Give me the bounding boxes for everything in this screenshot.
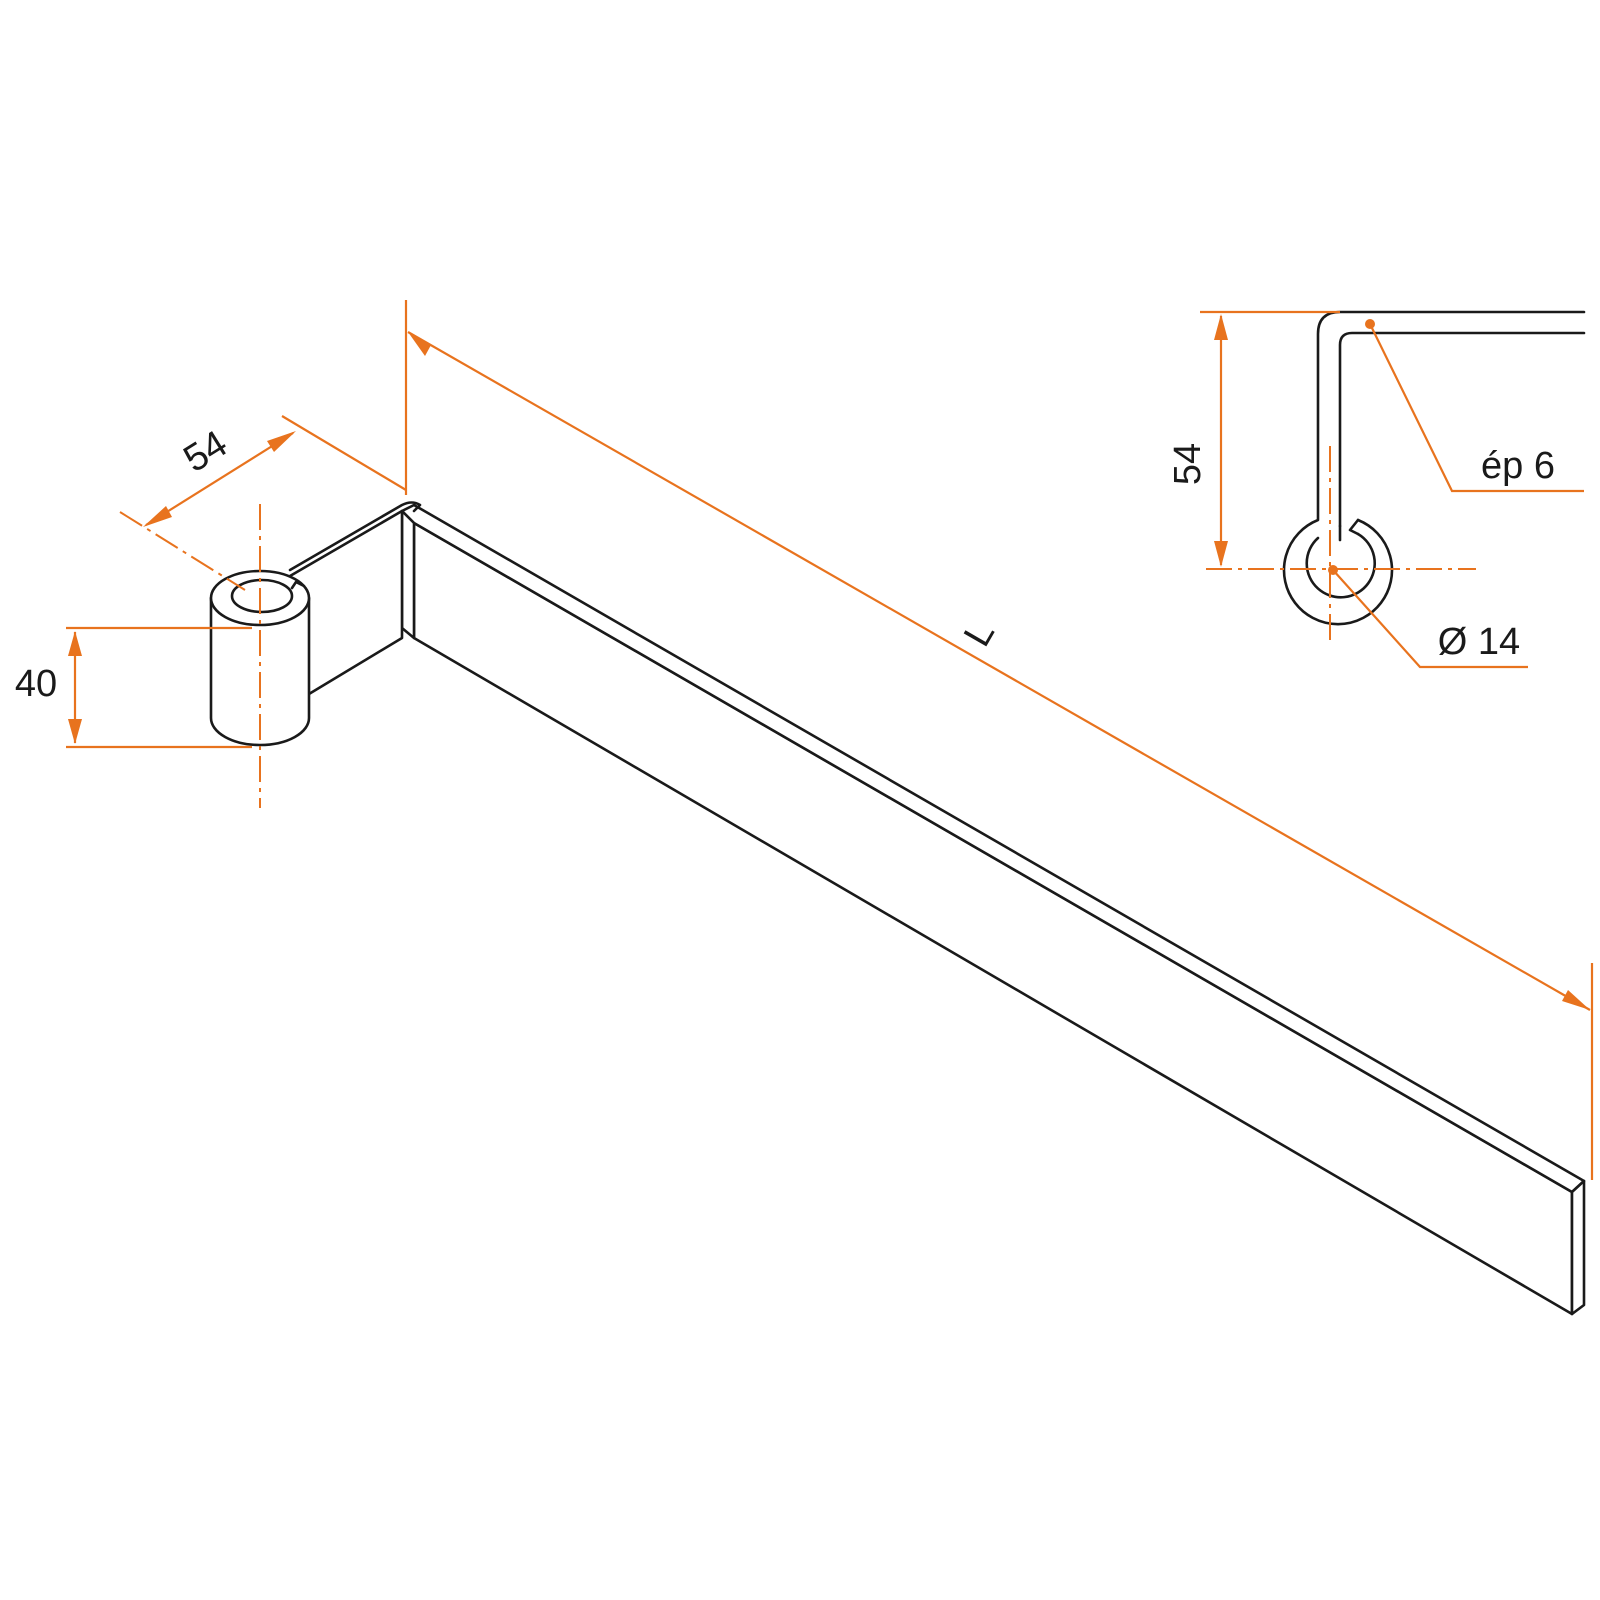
knuckle-slot [290, 580, 306, 590]
thickness-label: ép 6 [1481, 445, 1555, 487]
offset-label: 54 [177, 423, 235, 481]
height-label: 40 [15, 663, 57, 705]
offset-extension-line [281, 415, 407, 491]
length-arrow-start [408, 332, 431, 356]
hinge-strap [209, 501, 1586, 1316]
diameter-label: Ø 14 [1438, 621, 1520, 663]
knuckle-extension [119, 511, 246, 591]
detail-offset-label: 54 [1167, 443, 1209, 485]
detail-bore [1305, 532, 1376, 599]
detail-strap-inner [1338, 331, 1586, 528]
length-label: L [956, 614, 1003, 653]
strap-top-edge [400, 503, 1586, 1194]
height-arrow-top [68, 631, 82, 656]
detail-view: 54 ép 6 Ø 14 [1167, 310, 1586, 669]
knuckle-cylinder [209, 596, 311, 747]
detail-slot [1338, 518, 1360, 542]
detail-strap-outline [1282, 310, 1586, 626]
offset-dimension-line [145, 432, 294, 526]
offset-arrow-a [143, 506, 172, 527]
detail-offset-arrow-bottom [1214, 541, 1228, 567]
offset-arrow-b [267, 431, 296, 452]
thickness-leader [1369, 323, 1584, 493]
bend-face [400, 509, 416, 640]
height-arrow-bottom [68, 719, 82, 744]
offset-arm-top [288, 501, 422, 572]
strap-end-face [1570, 1179, 1586, 1316]
length-arrow-end [1562, 990, 1590, 1010]
knuckle-bore [230, 578, 294, 614]
diameter-leader [1332, 569, 1528, 669]
length-dimension-line [407, 331, 1591, 1011]
detail-offset-arrow-top [1214, 314, 1228, 340]
